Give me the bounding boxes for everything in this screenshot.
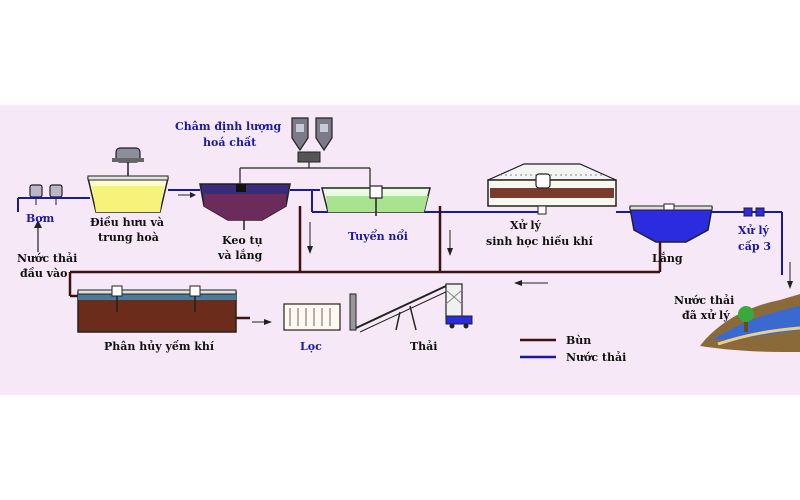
conveyor-disposal <box>355 283 473 333</box>
settling-tank <box>629 203 713 243</box>
label-aerobic-line1: Xử lý <box>510 219 542 232</box>
label-settling: Lắng <box>652 251 683 265</box>
influent-arrow <box>34 220 42 252</box>
label-pump: Bơm <box>26 212 55 225</box>
left-arrow <box>514 280 548 286</box>
label-anaerobic: Phân hủy yếm khí <box>104 340 215 353</box>
right-arrow <box>252 319 272 325</box>
down-arrow <box>447 230 453 256</box>
label-effluent-line2: đã xử lý <box>682 309 730 322</box>
river-discharge <box>700 294 800 352</box>
anaerobic-digester <box>77 285 237 333</box>
label-coagulation-line1: Keo tụ <box>222 234 263 247</box>
coagulation-tank <box>199 183 291 230</box>
filter-press <box>283 293 357 331</box>
label-coagulation-line2: và lắng <box>217 248 263 262</box>
legend-wastewater-label: Nước thải <box>566 351 626 364</box>
label-tertiary-line2: cấp 3 <box>738 240 771 253</box>
label-equalization-line1: Điều hưu và <box>90 216 164 229</box>
label-disposal: Thải <box>410 340 438 353</box>
chemical-dosing-tanks <box>291 117 333 163</box>
label-influent-line1: Nước thải <box>17 252 77 265</box>
aerobic-tank <box>487 163 617 215</box>
label-effluent-line1: Nước thải <box>674 294 734 307</box>
flotation-tank <box>321 185 431 216</box>
legend <box>520 338 556 359</box>
flow-arrow <box>178 192 196 198</box>
influent-pumps <box>17 184 90 212</box>
label-equalization-line2: trung hoà <box>98 231 159 244</box>
equalization-tank <box>87 147 169 213</box>
tertiary-filters <box>743 207 783 275</box>
label-flotation: Tuyển nổi <box>348 229 408 243</box>
legend-sludge-label: Bùn <box>566 334 591 347</box>
label-chemical-line1: Châm định lượng <box>175 120 282 133</box>
down-arrow <box>307 222 313 254</box>
label-tertiary-line1: Xử lý <box>738 224 770 237</box>
label-aerobic-line2: sinh học hiếu khí <box>486 235 594 248</box>
label-influent-line2: đầu vào <box>20 267 68 280</box>
label-filter: Lọc <box>300 340 322 353</box>
label-chemical-line2: hoá chất <box>203 136 257 149</box>
flotation-outlet <box>311 190 540 213</box>
down-arrow <box>787 262 793 289</box>
